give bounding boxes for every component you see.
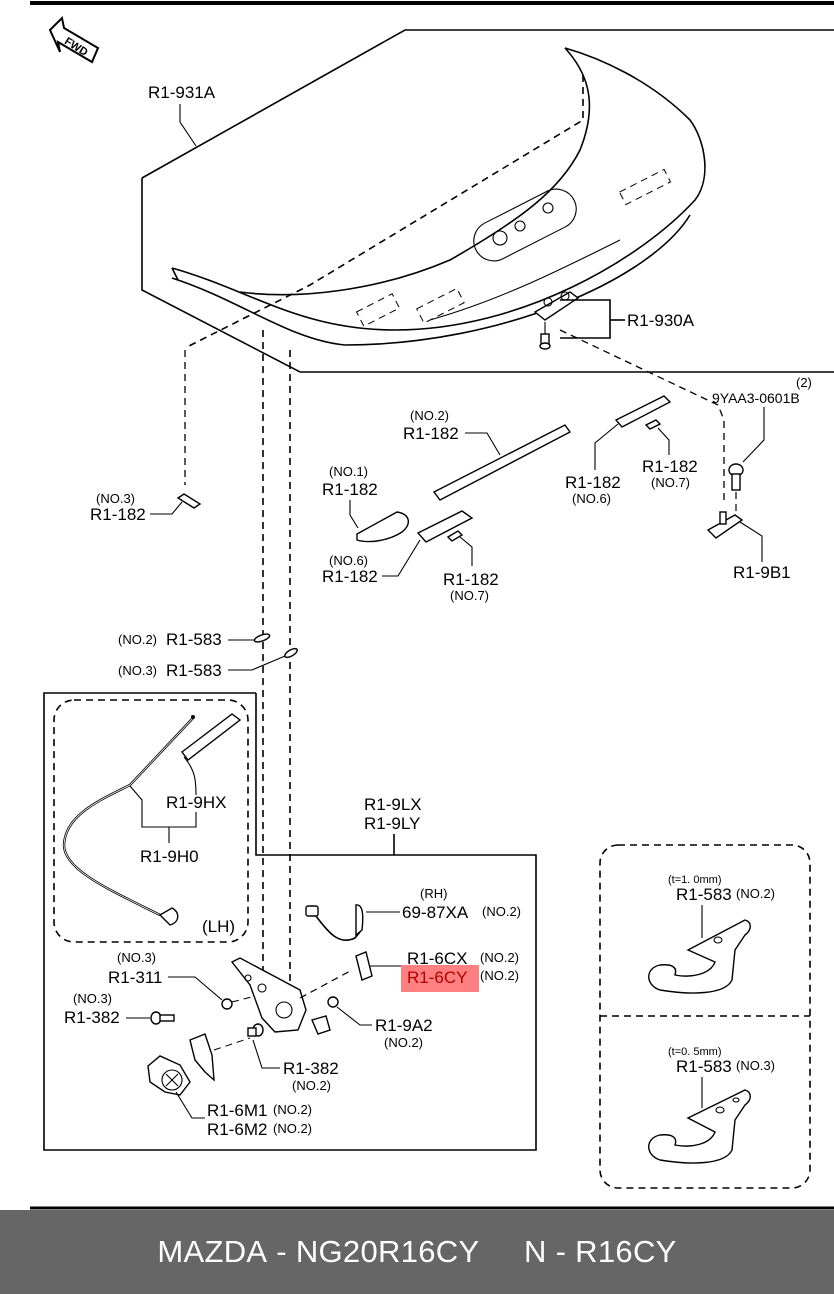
nut-311-drawing [221, 998, 233, 1010]
nut-9a2-drawing [327, 996, 339, 1008]
footer-code: R16CY [575, 1234, 677, 1269]
label-motor-1-qty: (NO.2) [273, 1102, 312, 1117]
label-bolt-no2[interactable]: R1-382 [283, 1059, 339, 1078]
bolt-382-no2-drawing [247, 1023, 264, 1037]
label-bolt-no2-qty: (NO.2) [292, 1078, 331, 1093]
label-detail2-qty: (NO.3) [736, 1058, 775, 1073]
label-insul-no7-a[interactable]: R1-182 [443, 570, 499, 589]
label-cable-handle[interactable]: R1-9HX [166, 793, 226, 812]
label-insul-no1[interactable]: R1-182 [322, 480, 378, 499]
striker-drawing [706, 511, 744, 539]
lock-assembly-box [43, 692, 537, 1151]
label-insul-no3-qty: (NO.3) [96, 491, 135, 506]
cover-drawing [355, 951, 373, 981]
label-detail1-thickness: (t=1. 0mm) [668, 874, 721, 886]
label-insul-no2-qty: (NO.2) [410, 408, 449, 423]
label-nut-no3[interactable]: R1-311 [108, 968, 163, 987]
insulator-no1-drawing [356, 511, 409, 543]
label-motor-2[interactable]: R1-6M2 [207, 1120, 267, 1139]
label-insul-no1-qty: (NO.1) [329, 464, 368, 479]
actuator-motor-drawing [147, 1055, 191, 1096]
label-bolt-qty: (2) [796, 375, 812, 390]
release-cable-drawing [62, 713, 242, 926]
footer-code-prefix: N [524, 1234, 547, 1269]
label-nut-9a2[interactable]: R1-9A2 [375, 1016, 433, 1035]
label-lock-y[interactable]: R1-9LY [364, 814, 420, 833]
insulator-no7-drawing [446, 530, 464, 542]
footer-sep-2: - [546, 1234, 576, 1269]
insulator-no7-right-drawing [644, 419, 662, 430]
hook-no2-drawing [253, 633, 271, 643]
fwd-arrow-icon: FWD [48, 15, 100, 64]
footer-gap [479, 1234, 524, 1270]
label-hook-no2-qty: (NO.2) [118, 632, 157, 647]
footer-bar: MAZDA - NG20R16CY N - R16CY [0, 1210, 834, 1294]
hinge-bracket-drawing [533, 291, 580, 350]
label-hinge-bracket[interactable]: R1-930A [627, 311, 695, 330]
label-detail1-part[interactable]: R1-583 [676, 885, 732, 904]
label-insul-no6-qty: (NO.6) [329, 553, 368, 568]
hook-detail-1-drawing [648, 919, 751, 994]
label-hook-no2[interactable]: R1-583 [166, 630, 222, 649]
label-insul-no6[interactable]: R1-182 [322, 567, 378, 586]
label-lock-x[interactable]: R1-9LX [364, 795, 422, 814]
label-insul-no7-r-qty: (NO.7) [651, 475, 690, 490]
label-detail2-thickness: (t=0. 5mm) [668, 1046, 721, 1058]
label-insul-no6-r[interactable]: R1-182 [565, 473, 621, 492]
label-cover-x-qty: (NO.2) [480, 950, 519, 965]
bolt-drawing [728, 463, 744, 491]
label-trunk-lid[interactable]: R1-931A [148, 83, 216, 102]
label-striker[interactable]: R1-9B1 [733, 563, 791, 582]
label-motor-1[interactable]: R1-6M1 [207, 1101, 267, 1120]
latch-drawing [230, 957, 331, 1035]
footer-sep-1: - [267, 1234, 296, 1269]
label-switch-qty: (NO.2) [482, 904, 521, 919]
insulator-no6-right-drawing [614, 395, 672, 428]
label-insul-no7-r[interactable]: R1-182 [642, 457, 698, 476]
label-insul-no6-r-qty: (NO.6) [572, 491, 611, 506]
label-cover-x[interactable]: R1-6CX [407, 949, 467, 968]
label-nut-no3-qty: (NO.3) [117, 950, 156, 965]
label-bolt-no3-qty: (NO.3) [73, 991, 112, 1006]
label-detail1-qty: (NO.2) [736, 886, 775, 901]
label-hook-no3-qty: (NO.3) [118, 663, 157, 678]
label-bolt[interactable]: 9YAA3-0601B [712, 390, 800, 406]
insulator-no2-drawing [432, 424, 572, 501]
label-insul-no3[interactable]: R1-182 [90, 505, 146, 524]
footer-part-number: NG20R16CY [295, 1234, 480, 1269]
highlight-box [401, 965, 479, 992]
label-insul-no2[interactable]: R1-182 [403, 424, 459, 443]
label-bolt-no3[interactable]: R1-382 [64, 1008, 120, 1027]
label-nut-9a2-qty: (NO.2) [384, 1035, 423, 1050]
cable-lh-box [53, 699, 249, 943]
parts-diagram: FWD R1-931A R1-930A (2) 9YAA3-0601B [30, 1, 834, 1210]
label-switch-side: (RH) [420, 886, 447, 901]
switch-drawing [305, 904, 364, 941]
label-switch[interactable]: 69-87XA [402, 903, 469, 922]
label-detail2-part[interactable]: R1-583 [676, 1057, 732, 1076]
label-cable-assy[interactable]: R1-9H0 [140, 847, 199, 866]
label-motor-2-qty: (NO.2) [273, 1121, 312, 1136]
bracket-drawing [189, 1033, 215, 1082]
footer-brand: MAZDA [157, 1234, 268, 1269]
label-cover-y-qty: (NO.2) [480, 968, 519, 983]
label-hook-no3[interactable]: R1-583 [166, 661, 222, 680]
hook-no3-drawing [284, 647, 298, 659]
insulator-no3-drawing [176, 493, 202, 509]
label-insul-no7-a-qty: (NO.7) [450, 588, 489, 603]
label-cover-y[interactable]: R1-6CY [407, 968, 467, 987]
bolt-382-no3-drawing [150, 1011, 175, 1025]
hook-detail-2-drawing [648, 1089, 751, 1164]
insulator-no6-drawing [416, 510, 474, 543]
trunk-lid-drawing [141, 29, 834, 373]
label-cable-side: (LH) [202, 917, 235, 936]
